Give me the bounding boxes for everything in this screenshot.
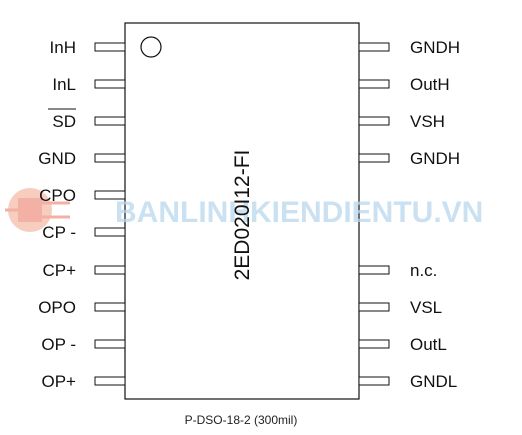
pin-lead	[94, 227, 126, 237]
pin-label: n.c.	[410, 261, 437, 280]
right-pin-group: GNDH OutH VSH GNDH n.c. VSL OutL GNDL	[358, 38, 460, 391]
pin-lead	[358, 42, 390, 52]
pin-lead	[94, 265, 126, 275]
right-pin: OutH	[358, 75, 450, 94]
right-pin: GNDH	[358, 149, 460, 168]
chip-body	[124, 22, 360, 400]
pin-lead	[94, 339, 126, 349]
right-pin: n.c.	[358, 261, 437, 280]
left-pin: SD	[48, 108, 126, 131]
pin-label: OP+	[42, 372, 77, 391]
left-pin: CPO	[39, 186, 126, 205]
pin-lead	[94, 79, 126, 89]
pin-label: OutL	[410, 335, 447, 354]
pin-lead	[94, 190, 126, 200]
pin-label: CPO	[39, 186, 76, 205]
left-pin: CP+	[42, 261, 126, 280]
pin-lead	[94, 42, 126, 52]
pin-label: OP -	[41, 335, 76, 354]
pin-lead	[94, 116, 126, 126]
right-pin: GNDH	[358, 38, 460, 57]
left-pin-group: InH InL SD GND CPO CP - CP+ OPO OP - OP+	[38, 38, 126, 391]
pin-label: InH	[50, 38, 76, 57]
pin1-marker-icon	[140, 36, 162, 58]
pin-lead	[358, 153, 390, 163]
watermark-text: BANLINHKIENDIENTU.VN	[115, 196, 483, 229]
right-pin: OutL	[358, 335, 447, 354]
pin-label: GND	[38, 149, 76, 168]
pin-label: GNDH	[410, 38, 460, 57]
left-pin: InL	[52, 75, 126, 94]
pin-lead	[358, 302, 390, 312]
pin-lead	[94, 302, 126, 312]
left-pin: OP+	[42, 372, 126, 391]
watermark-logo-icon	[5, 188, 70, 232]
package-label: P-DSO-18-2 (300mil)	[185, 413, 298, 427]
pin-label: GNDH	[410, 149, 460, 168]
pin-label: OPO	[38, 298, 76, 317]
left-pin: OPO	[38, 298, 126, 317]
pin-lead	[358, 116, 390, 126]
pin-lead	[358, 376, 390, 386]
pin-lead	[358, 339, 390, 349]
pin-label: GNDL	[410, 372, 457, 391]
pin-lead	[358, 265, 390, 275]
left-pin: CP -	[42, 223, 126, 242]
left-pin: GND	[38, 149, 126, 168]
pin-label: CP -	[42, 223, 76, 242]
pin-lead	[94, 153, 126, 163]
part-number: 2ED020I12-FI	[231, 150, 254, 281]
right-pin: GNDL	[358, 372, 457, 391]
pin-lead	[358, 79, 390, 89]
pin-label: VSL	[410, 298, 442, 317]
pin-label: CP+	[42, 261, 76, 280]
pin-label: SD	[52, 112, 76, 131]
left-pin: OP -	[41, 335, 126, 354]
pin-lead	[94, 376, 126, 386]
right-pin: VSL	[358, 298, 442, 317]
pin-label: InL	[52, 75, 76, 94]
right-pin: VSH	[358, 112, 445, 131]
left-pin: InH	[50, 38, 126, 57]
pin-label: OutH	[410, 75, 450, 94]
pin-label: VSH	[410, 112, 445, 131]
